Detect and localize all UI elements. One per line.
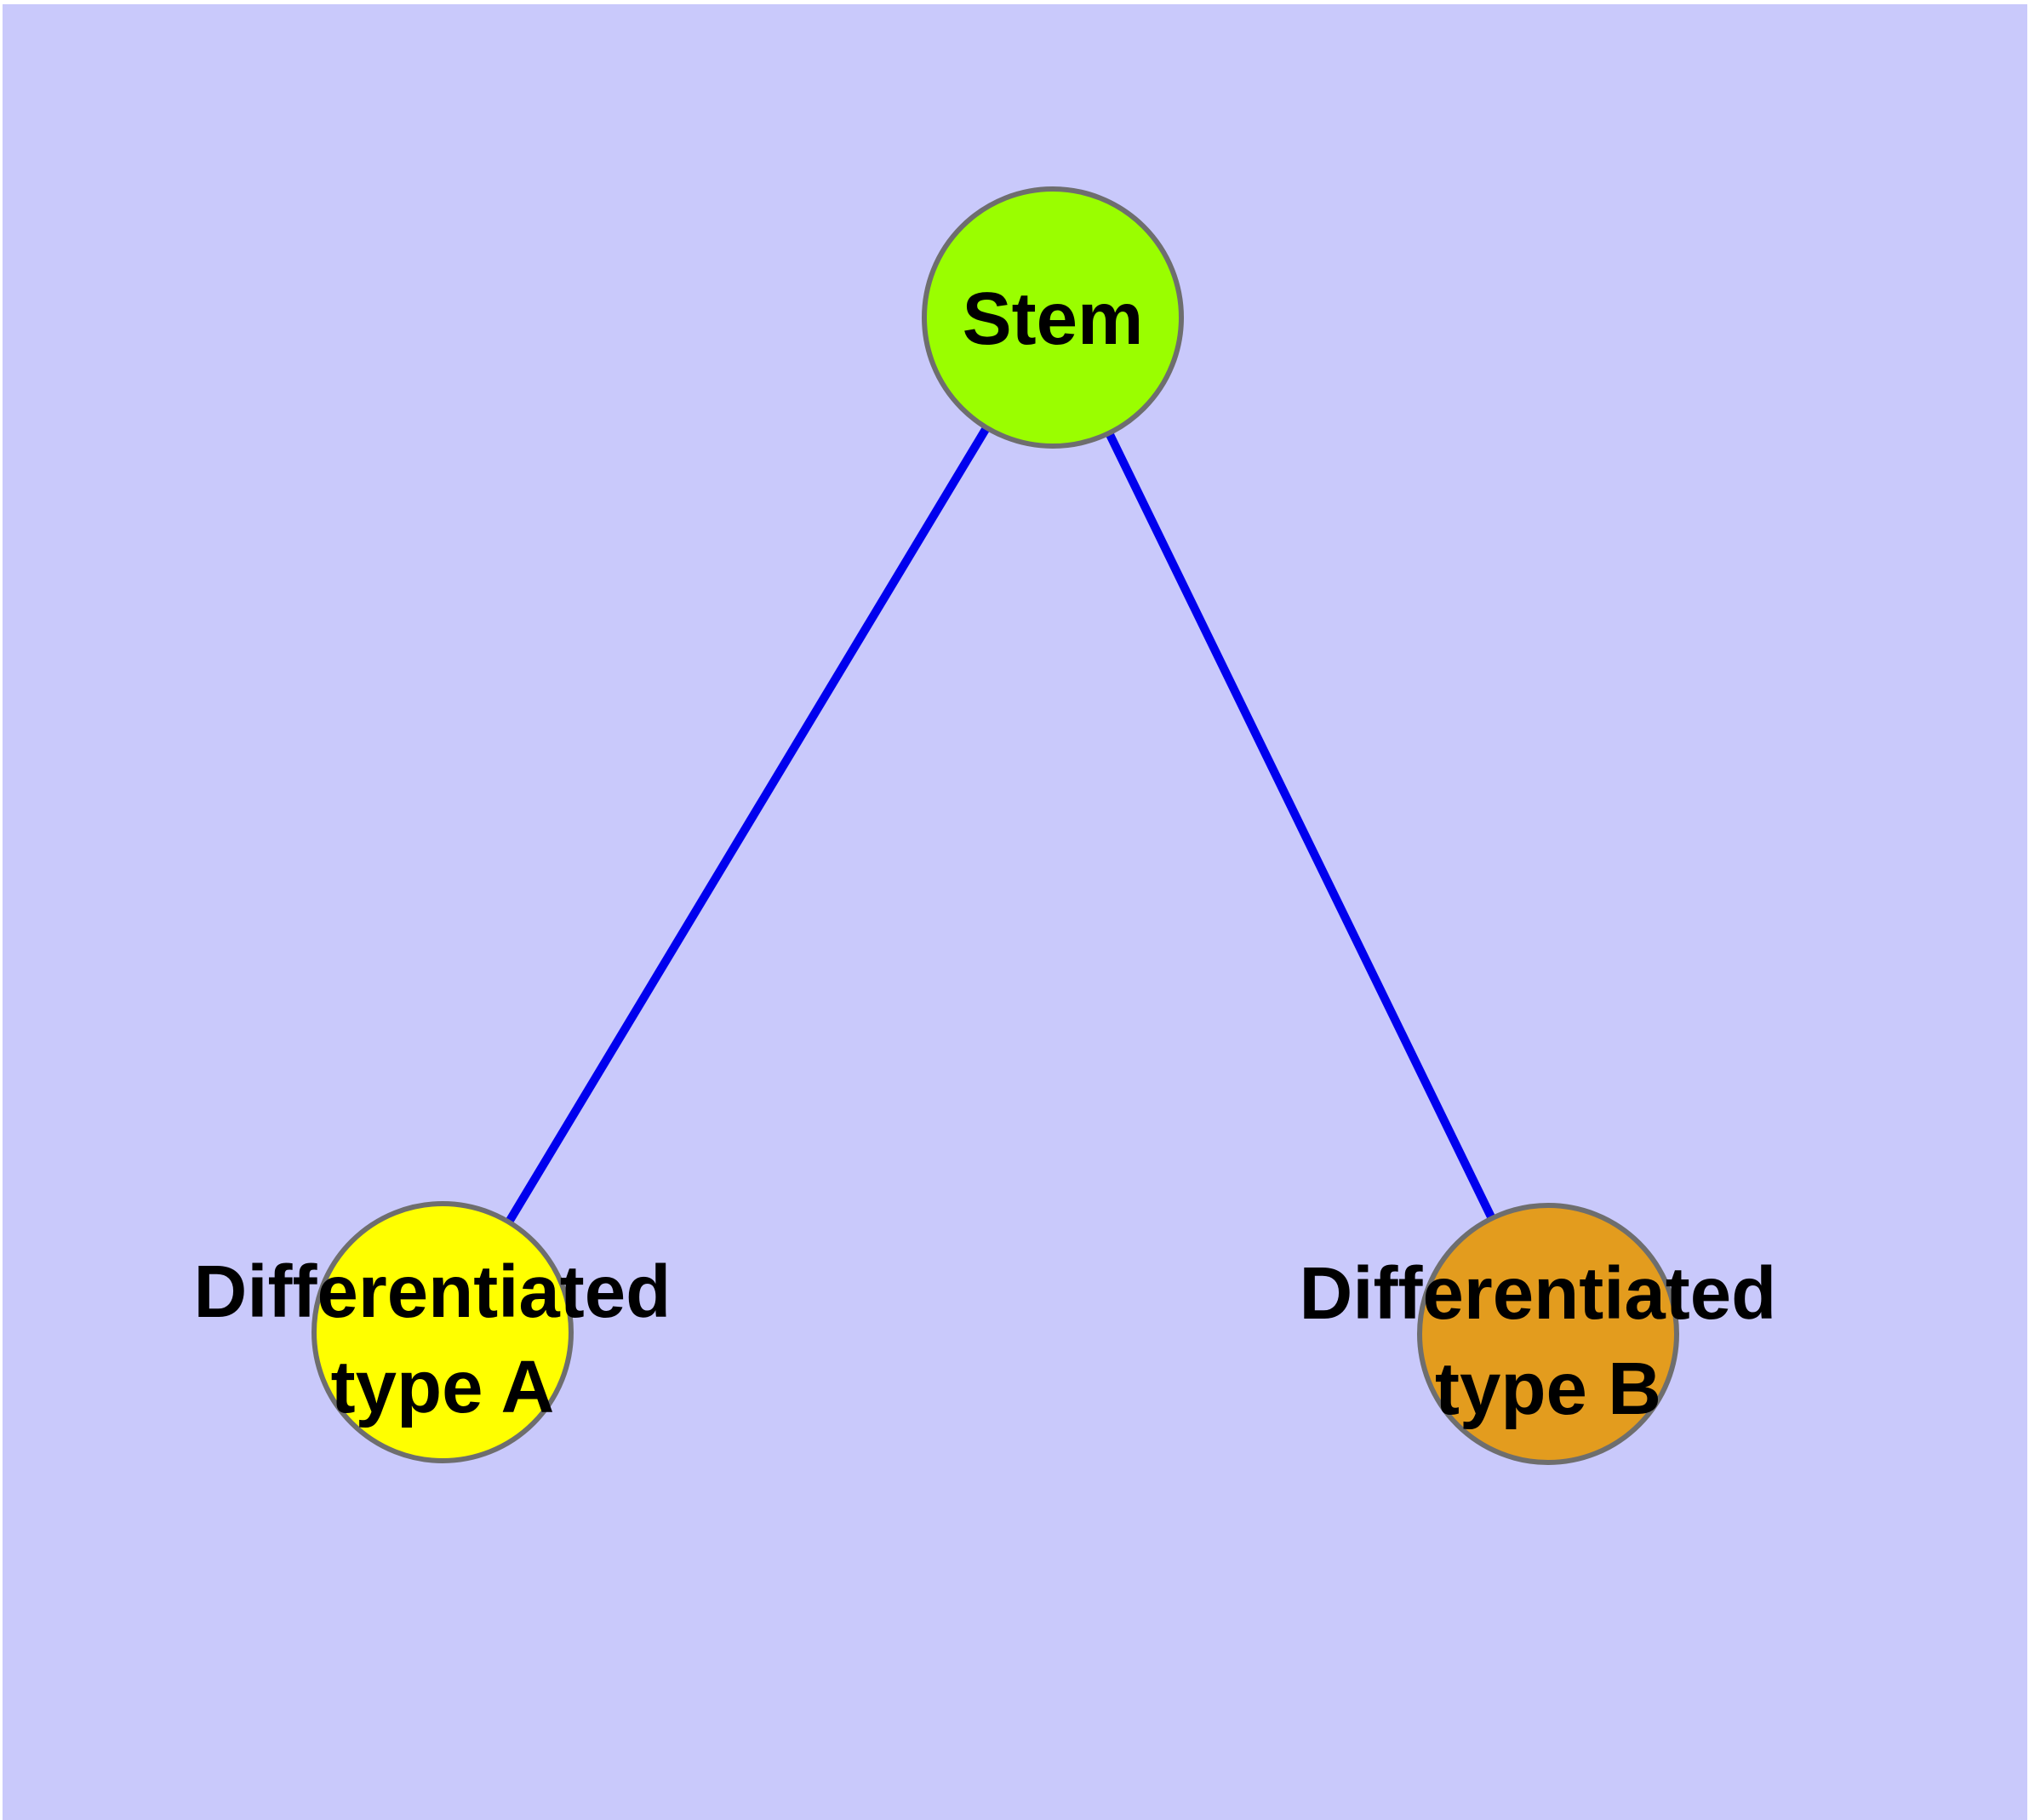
node-stem xyxy=(922,186,1184,449)
edge-stem-to-type-a xyxy=(438,315,1057,1335)
label-line: type B xyxy=(1435,1348,1661,1430)
label-line: Stem xyxy=(963,278,1144,360)
node-stem-label: Stem xyxy=(963,278,1144,360)
label-line: Differentiated xyxy=(194,1251,672,1333)
node-differentiated-type-b-label: Differentiated type B xyxy=(1300,1252,1798,1430)
edge-stem-to-type-b xyxy=(1049,315,1552,1336)
label-line: Differentiated xyxy=(1300,1252,1777,1335)
label-line: type A xyxy=(331,1346,555,1428)
node-differentiated-type-a-label: Differentiated type A xyxy=(194,1251,692,1428)
node-differentiated-type-a xyxy=(311,1201,574,1463)
node-differentiated-type-b xyxy=(1417,1203,1679,1465)
